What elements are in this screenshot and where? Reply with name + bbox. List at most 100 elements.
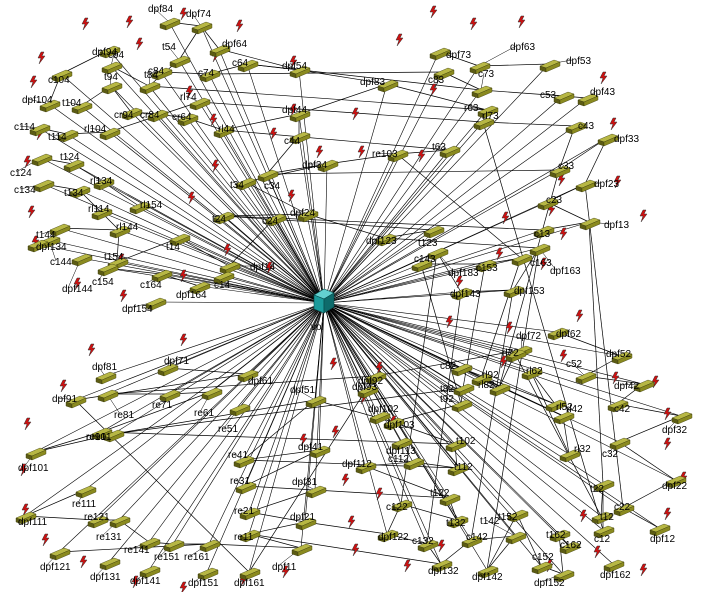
node-block[interactable] [109, 515, 131, 529]
node-block[interactable] [139, 81, 161, 95]
node-block[interactable] [575, 371, 597, 385]
node-block[interactable] [139, 565, 161, 579]
node-block[interactable] [97, 263, 119, 277]
node-block[interactable] [473, 117, 495, 131]
node-block[interactable] [391, 499, 413, 513]
node-block[interactable] [433, 67, 455, 81]
node-block[interactable] [477, 105, 499, 119]
node-block[interactable] [69, 185, 91, 199]
node-block[interactable] [531, 561, 553, 575]
node-block[interactable] [593, 525, 615, 539]
node-block[interactable] [533, 225, 555, 239]
node-block[interactable] [29, 123, 51, 137]
node-block[interactable] [209, 44, 231, 58]
node-block[interactable] [377, 529, 399, 543]
hub-node[interactable] [313, 288, 335, 314]
node-block[interactable] [461, 535, 483, 549]
node-block[interactable] [129, 201, 151, 215]
node-block[interactable] [559, 449, 581, 463]
node-block[interactable] [63, 159, 85, 173]
node-block[interactable] [101, 61, 123, 75]
node-block[interactable] [75, 485, 97, 499]
node-block[interactable] [145, 297, 167, 311]
node-block[interactable] [611, 351, 633, 365]
node-block[interactable] [447, 515, 469, 529]
node-block[interactable] [151, 67, 173, 81]
node-block[interactable] [439, 493, 461, 507]
node-block[interactable] [15, 511, 37, 525]
node-block[interactable] [471, 85, 493, 99]
node-block[interactable] [553, 411, 575, 425]
node-block[interactable] [469, 61, 491, 75]
node-block[interactable] [93, 177, 115, 191]
node-block[interactable] [103, 429, 125, 443]
node-block[interactable] [237, 59, 259, 73]
node-block[interactable] [239, 507, 261, 521]
node-block[interactable] [291, 543, 313, 557]
node-block[interactable] [169, 233, 191, 247]
node-block[interactable] [429, 47, 451, 61]
node-block[interactable] [201, 387, 223, 401]
node-block[interactable] [383, 417, 405, 431]
node-block[interactable] [91, 207, 113, 221]
node-block[interactable] [439, 145, 461, 159]
node-block[interactable] [547, 327, 569, 341]
node-block[interactable] [369, 411, 391, 425]
node-block[interactable] [213, 211, 235, 225]
node-block[interactable] [295, 517, 317, 531]
node-block[interactable] [71, 101, 93, 115]
node-block[interactable] [503, 285, 525, 299]
node-block[interactable] [403, 457, 425, 471]
node-block[interactable] [431, 559, 453, 573]
node-block[interactable] [613, 503, 635, 517]
node-block[interactable] [139, 537, 161, 551]
node-block[interactable] [505, 531, 527, 545]
node-block[interactable] [387, 149, 409, 163]
node-block[interactable] [355, 461, 377, 475]
node-block[interactable] [451, 287, 473, 301]
node-block[interactable] [377, 79, 399, 93]
node-block[interactable] [51, 69, 73, 83]
node-block[interactable] [235, 177, 257, 191]
node-block[interactable] [375, 233, 397, 247]
node-block[interactable] [447, 463, 469, 477]
node-block[interactable] [521, 367, 543, 381]
node-block[interactable] [603, 559, 625, 573]
node-block[interactable] [159, 389, 181, 403]
node-block[interactable] [257, 169, 279, 183]
node-block[interactable] [391, 437, 413, 451]
node-block[interactable] [99, 127, 121, 141]
node-block[interactable] [423, 225, 445, 239]
node-block[interactable] [633, 379, 655, 393]
node-block[interactable] [597, 133, 619, 147]
node-block[interactable] [71, 253, 93, 267]
node-block[interactable] [665, 475, 687, 489]
node-block[interactable] [197, 567, 219, 581]
node-block[interactable] [365, 371, 387, 385]
node-block[interactable] [49, 223, 71, 237]
node-block[interactable] [87, 515, 109, 529]
node-block[interactable] [213, 125, 235, 139]
node-block[interactable] [475, 259, 497, 273]
node-block[interactable] [191, 21, 213, 35]
node-block[interactable] [25, 447, 47, 461]
node-block[interactable] [609, 437, 631, 451]
node-block[interactable] [39, 99, 61, 113]
node-block[interactable] [529, 243, 551, 257]
node-block[interactable] [549, 529, 571, 543]
node-block[interactable] [99, 557, 121, 571]
node-block[interactable] [357, 385, 379, 399]
node-block[interactable] [417, 539, 439, 553]
node-block[interactable] [95, 371, 117, 385]
node-block[interactable] [549, 165, 571, 179]
node-block[interactable] [309, 445, 331, 459]
node-block[interactable] [99, 45, 121, 59]
node-block[interactable] [213, 271, 235, 285]
node-block[interactable] [159, 17, 181, 31]
node-block[interactable] [177, 113, 199, 127]
node-block[interactable] [31, 153, 53, 167]
node-block[interactable] [289, 131, 311, 145]
node-block[interactable] [575, 179, 597, 193]
node-block[interactable] [607, 399, 629, 413]
node-block[interactable] [49, 547, 71, 561]
